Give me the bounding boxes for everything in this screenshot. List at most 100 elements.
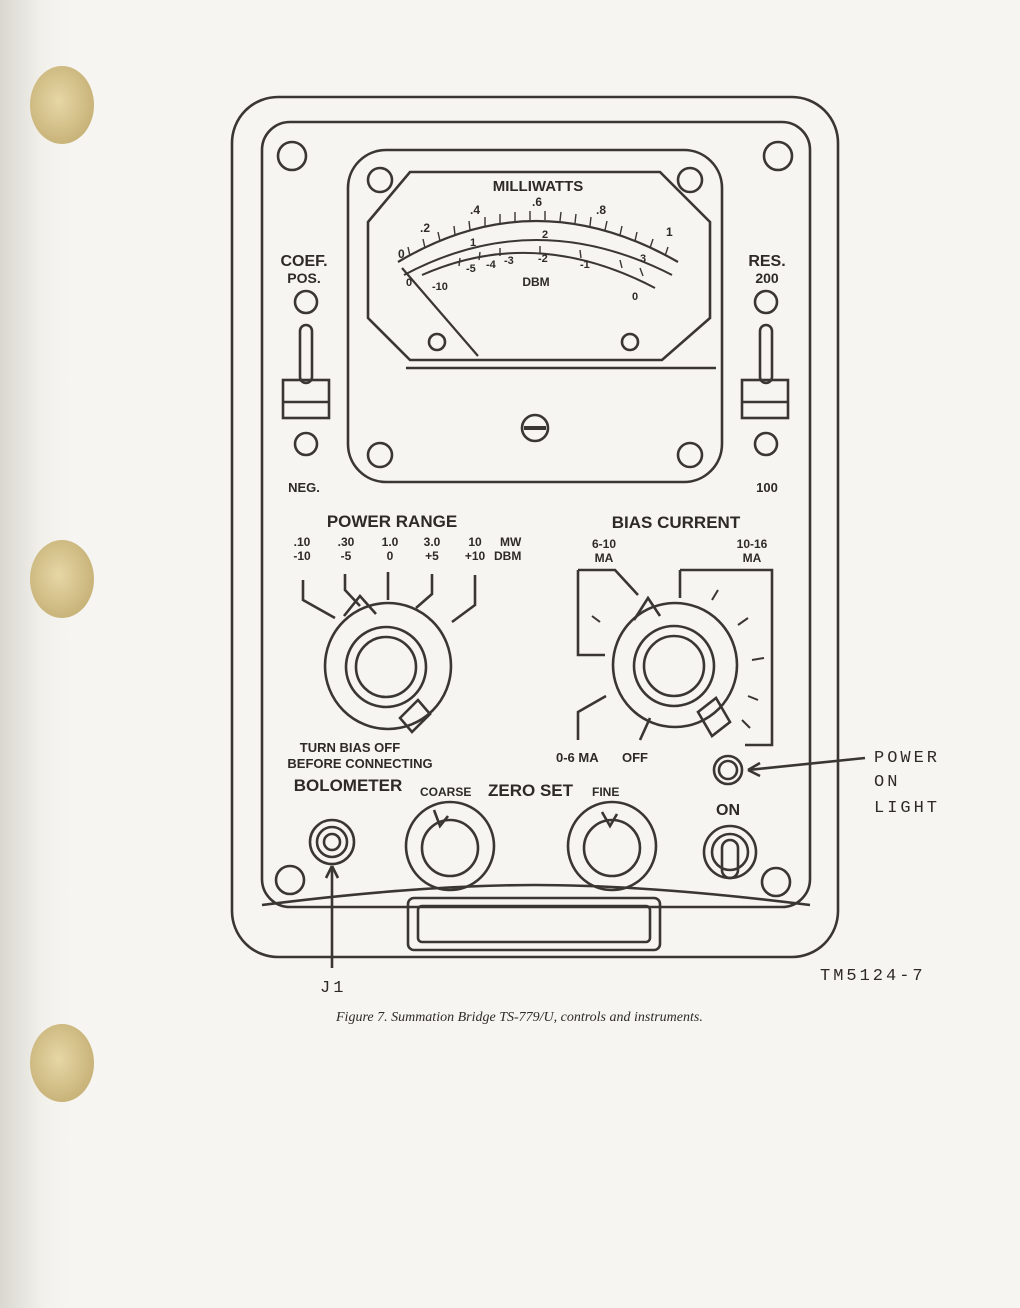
fine-knob-skirt (566, 800, 658, 892)
dbm-unit-label: DBM (522, 275, 549, 289)
toggle-lever[interactable] (720, 838, 740, 880)
power-on-label: ON (716, 802, 740, 819)
dbm-scale-1: -5 (466, 263, 476, 275)
res-200-lamp (753, 289, 779, 315)
zero-set-fine-label: FINE (592, 785, 619, 799)
power-range-mw-1: .30 (338, 535, 355, 549)
coef-switch-lever[interactable] (281, 378, 331, 420)
callout-j1: J1 (320, 979, 346, 998)
power-range-mw-0: .10 (294, 535, 311, 549)
pointer-triangle-icon (632, 595, 662, 621)
callout-arrows (324, 756, 866, 968)
power-light-arrow (747, 756, 866, 772)
coarse-knob-cap (420, 818, 480, 878)
connector-pin (322, 832, 342, 852)
zero-set-coarse-knob[interactable] (404, 800, 496, 892)
bias-bracket-low (576, 694, 607, 740)
binder-hole (30, 1024, 94, 1102)
bias-current-skirt (611, 601, 739, 729)
mw-scale-3: .6 (532, 195, 542, 209)
bias-current-cap (632, 624, 716, 708)
bias-current-cap-ring (642, 634, 706, 698)
res-100-lamp (753, 431, 779, 457)
res-switch-lever[interactable] (740, 378, 790, 420)
screw-icon (676, 166, 704, 194)
power-on-light (712, 754, 744, 786)
callout-light: LIGHT (874, 799, 940, 818)
bias-current-knob[interactable] (576, 568, 774, 747)
carry-handle[interactable] (406, 896, 662, 952)
bias-current-title: BIAS CURRENT (612, 513, 741, 532)
dbm-scale-0: -10 (432, 281, 448, 293)
zero-set-fine-knob[interactable] (566, 800, 658, 892)
power-range-cap (344, 625, 428, 709)
power-range-dbm-2: 0 (387, 549, 394, 563)
dbm-scale-2: -4 (486, 259, 497, 271)
dbm-scale-3: -3 (504, 255, 514, 267)
coef-switch[interactable] (281, 289, 331, 457)
mw-scale-0: 0 (398, 247, 405, 261)
power-range-dbm-0: -10 (293, 549, 311, 563)
mid-scale-2: 2 (542, 229, 548, 241)
bias-off-label: OFF (622, 750, 648, 765)
screw-icon (274, 864, 306, 896)
fine-knob-cap (582, 818, 642, 878)
connector-shell (308, 818, 356, 866)
zero-adjust-screw-icon[interactable] (520, 413, 550, 443)
meter-title: MILLIWATTS (493, 178, 584, 195)
dbm-scale-arc (421, 251, 656, 289)
res-label: RES. (748, 253, 785, 270)
res-100-label: 100 (756, 480, 778, 495)
screw-icon (366, 166, 394, 194)
power-range-mw-4: 10 (468, 535, 482, 549)
coef-neg-label: NEG. (288, 480, 320, 495)
bias-bracket-b (680, 568, 774, 747)
mid-scale-1: 1 (470, 237, 476, 249)
screw-icon (762, 140, 794, 172)
range-bracket (343, 574, 361, 607)
binder-hole (30, 66, 94, 144)
res-200-label: 200 (755, 270, 779, 286)
mid-scale-3: 3 (640, 253, 646, 265)
pointer-triangle-icon (342, 593, 377, 617)
mw-scale-5: 1 (666, 225, 673, 239)
knob-grip (696, 696, 732, 738)
power-light-lens (717, 759, 739, 781)
pivot-screw-icon (427, 332, 447, 352)
warning-line-2: BEFORE CONNECTING (287, 756, 432, 771)
power-range-unit-dbm: DBM (494, 549, 521, 563)
bolometer-connector-j1[interactable] (308, 818, 356, 866)
bias-scale-ticks (591, 589, 765, 729)
power-range-title: POWER RANGE (327, 512, 457, 531)
bias-range-low: 0-6 MA (556, 750, 599, 765)
coef-pos-lamp (293, 289, 319, 315)
callout-power: POWER (874, 749, 940, 768)
meter-needle (401, 267, 479, 357)
range-bracket (451, 575, 477, 624)
panel-screws (274, 140, 794, 898)
knob-grip (398, 698, 432, 734)
res-switch[interactable] (740, 289, 790, 457)
carry-handle-recess (416, 904, 652, 944)
figure-caption: Figure 7. Summation Bridge TS-779/U, con… (336, 1010, 703, 1025)
bias-range-b: 10-16 (737, 537, 768, 551)
power-light-lamp (712, 754, 744, 786)
binder-hole (30, 540, 94, 618)
meter (346, 148, 724, 484)
screw-icon (366, 441, 394, 469)
power-toggle-switch[interactable] (702, 824, 758, 880)
mw-scale-4: .8 (596, 203, 606, 217)
zero-set-title: ZERO SET (488, 781, 574, 800)
toggle-nut (710, 832, 750, 872)
bias-bracket-a (578, 568, 639, 596)
coef-neg-lamp (293, 431, 319, 457)
figure-id: TM5124-7 (820, 967, 926, 986)
pivot-screw-icon (620, 332, 640, 352)
dbm-scale-4: -2 (538, 253, 548, 265)
power-range-unit-mw: MW (500, 535, 522, 549)
coarse-knob-skirt (404, 800, 496, 892)
power-range-dbm-4: +10 (465, 549, 486, 563)
connector-ring (315, 825, 349, 859)
power-range-knob[interactable] (301, 572, 477, 734)
